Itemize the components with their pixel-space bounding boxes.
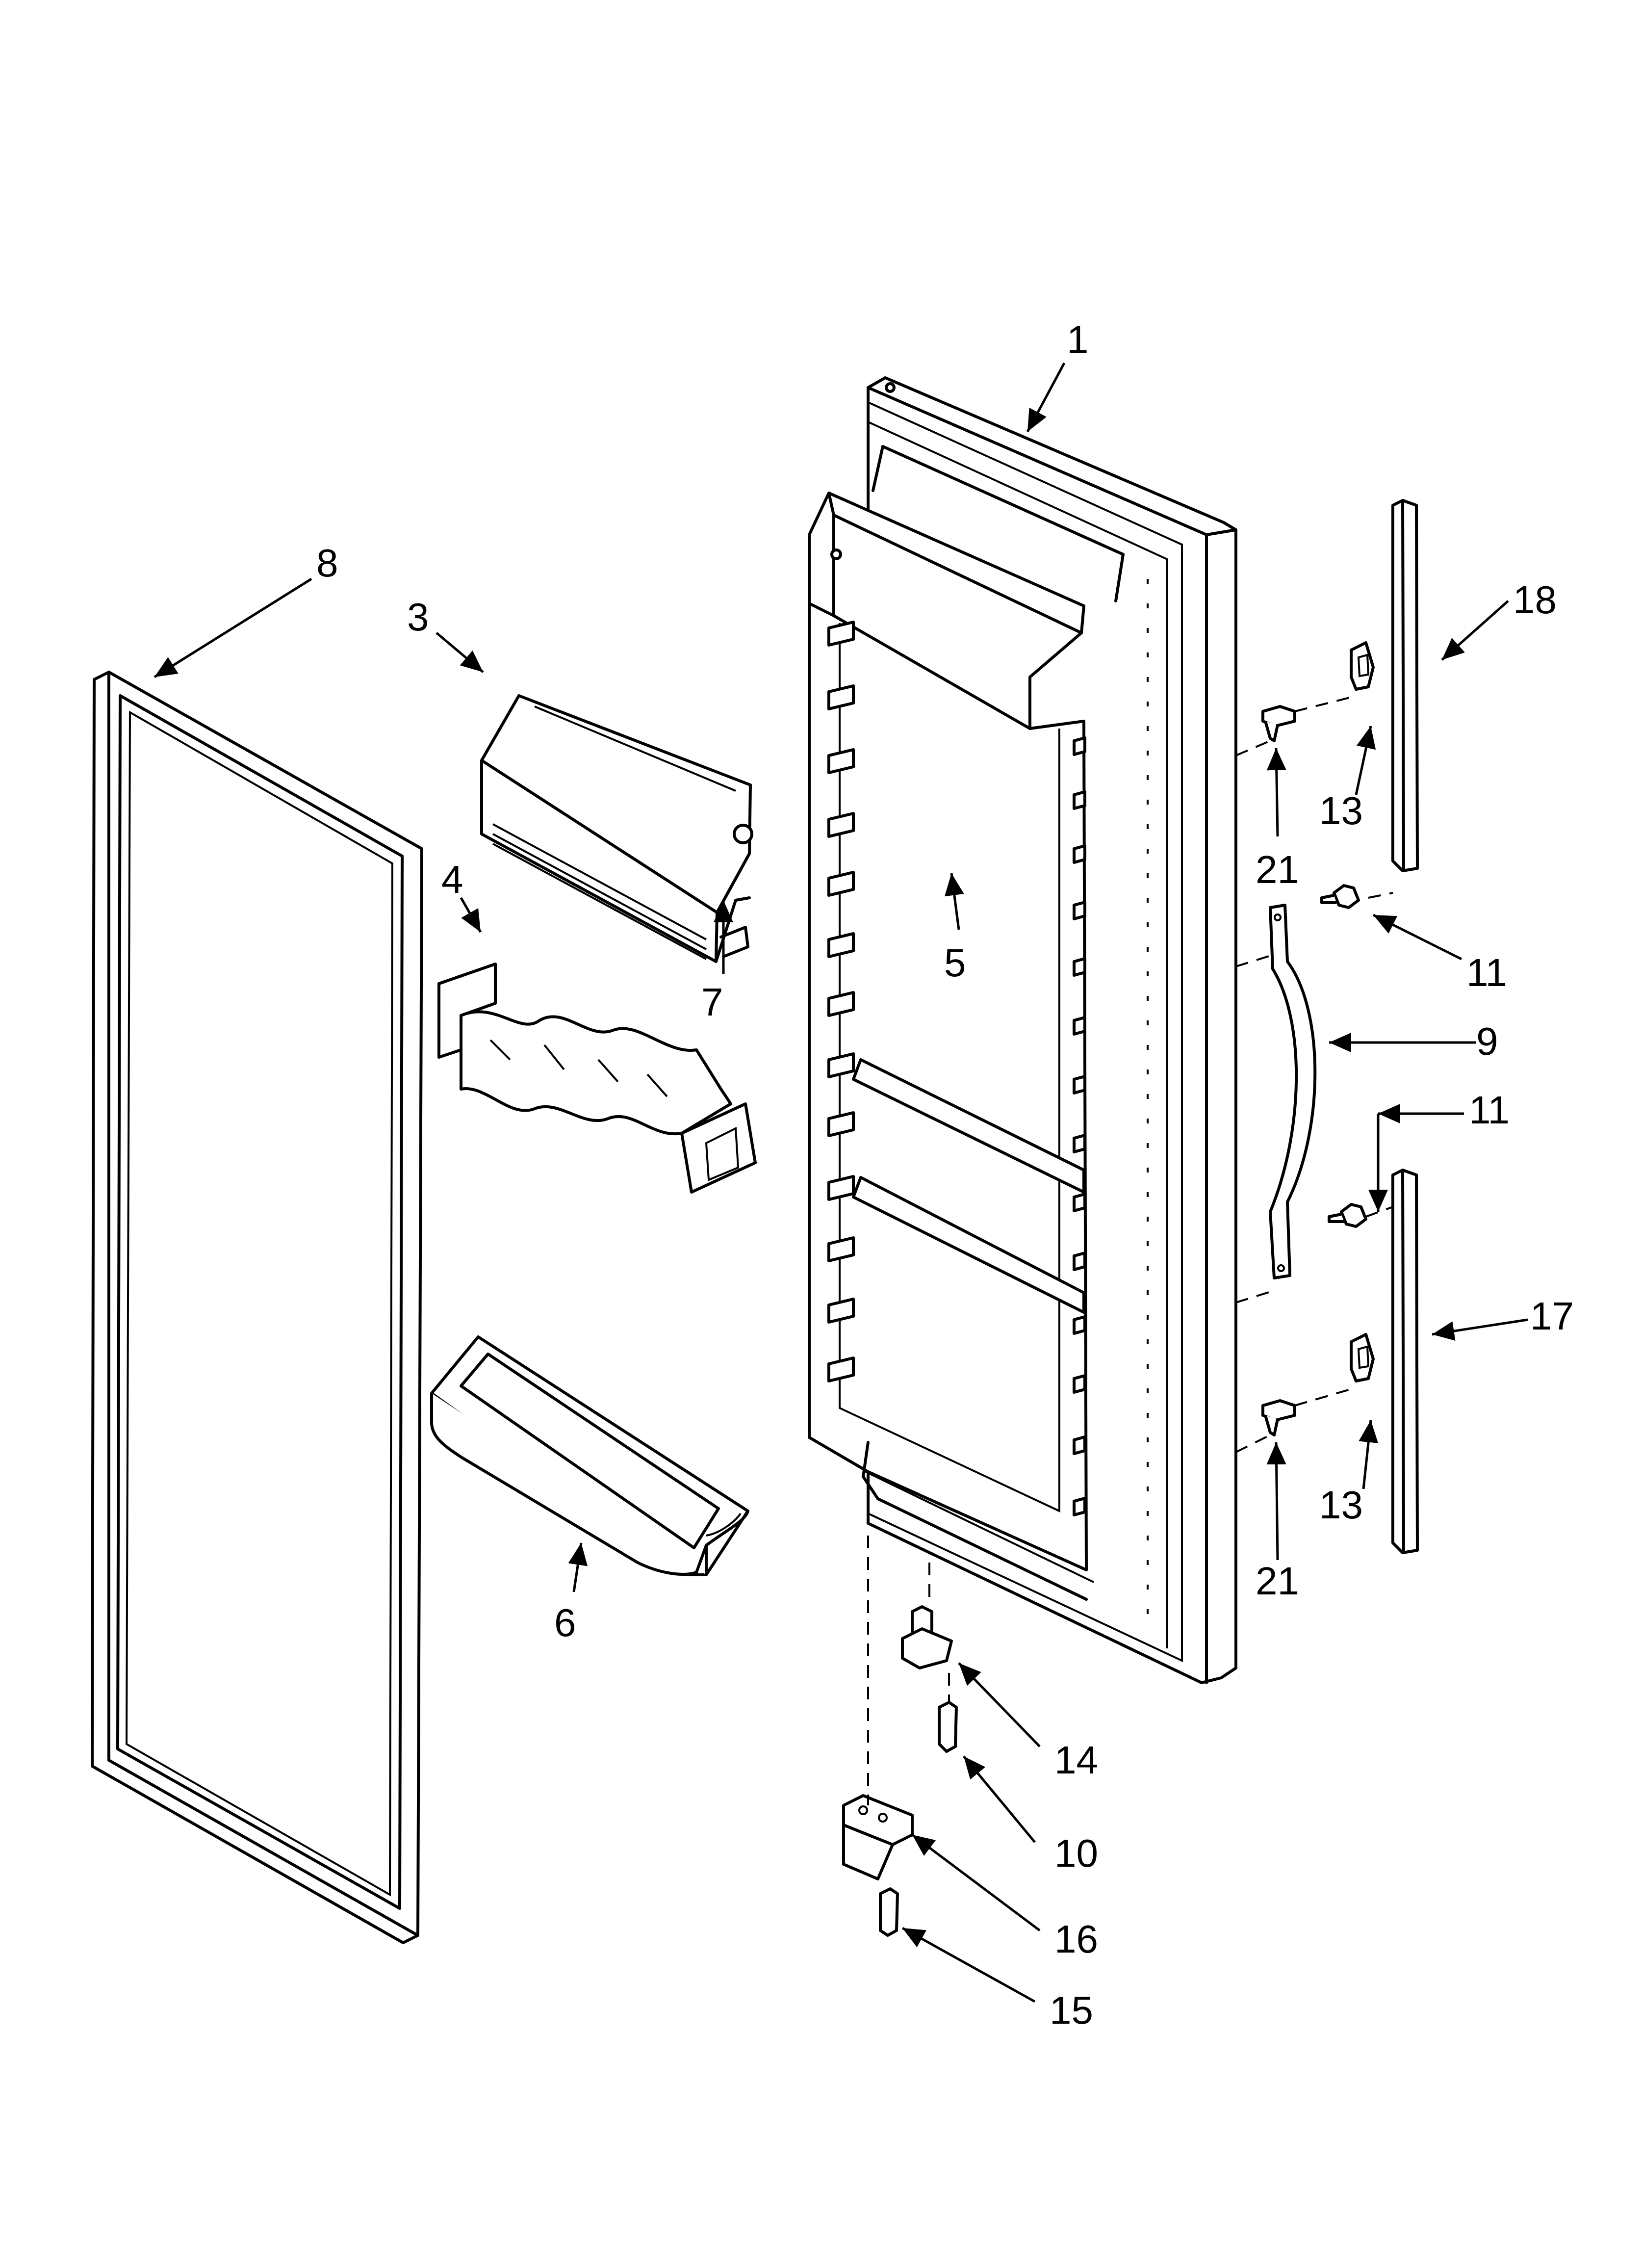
callout-15: 15	[1050, 1988, 1093, 2032]
callout-11-lower: 11	[1469, 1088, 1510, 1132]
shelf-cover-part	[480, 694, 753, 963]
assembly-lines	[867, 696, 1393, 1805]
callout-10: 10	[1054, 1831, 1098, 1875]
door-assembly-part	[808, 376, 1237, 1684]
callout-14: 14	[1054, 1738, 1098, 1782]
callout-11-upper: 11	[1466, 951, 1507, 994]
screw-lower-part	[1261, 1399, 1296, 1436]
callout-18: 18	[1513, 578, 1557, 622]
callout-13-lower: 13	[1319, 1483, 1363, 1527]
callout-labels: 1 8 3 18 13 4 21 11 7 5 9 11 17 13 21 6 …	[316, 318, 1574, 2032]
callout-4: 4	[441, 858, 463, 901]
shelf-clips-left	[827, 621, 855, 1382]
callout-8: 8	[316, 541, 338, 585]
hinge-screw-part	[938, 1701, 958, 1753]
callout-6: 6	[554, 1601, 576, 1644]
door-bin-part	[430, 1335, 749, 1576]
hinge-pin-part	[901, 1605, 953, 1669]
callout-21-lower: 21	[1256, 1559, 1299, 1603]
trim-clip-lower-part	[1350, 1333, 1375, 1382]
callout-1: 1	[1067, 318, 1089, 362]
door-gasket-part	[91, 671, 423, 1944]
shelf-clips-right	[1073, 736, 1086, 1516]
callout-21-upper: 21	[1256, 848, 1299, 891]
callout-5: 5	[944, 941, 966, 985]
connector-part	[719, 926, 749, 958]
callout-3: 3	[407, 595, 429, 639]
egg-tray-part	[437, 963, 757, 1194]
callout-7: 7	[701, 980, 723, 1024]
hinge-bottom-screw-part	[879, 1887, 899, 1937]
callout-13-upper: 13	[1319, 789, 1363, 833]
callout-16: 16	[1054, 1917, 1098, 1961]
callout-17: 17	[1530, 1294, 1574, 1338]
trim-strip-upper-part	[1391, 499, 1419, 872]
door-handle-part	[1269, 904, 1317, 1279]
handle-screw-upper-part	[1320, 884, 1360, 909]
bottom-hinge-part	[842, 1794, 914, 1880]
trim-strip-lower-part	[1391, 1169, 1419, 1554]
callout-9: 9	[1476, 1019, 1498, 1063]
trim-clip-upper-part	[1350, 641, 1375, 691]
handle-screw-lower-part	[1328, 1203, 1367, 1228]
leader-lines	[154, 362, 1528, 2003]
screw-upper-part	[1261, 705, 1296, 742]
